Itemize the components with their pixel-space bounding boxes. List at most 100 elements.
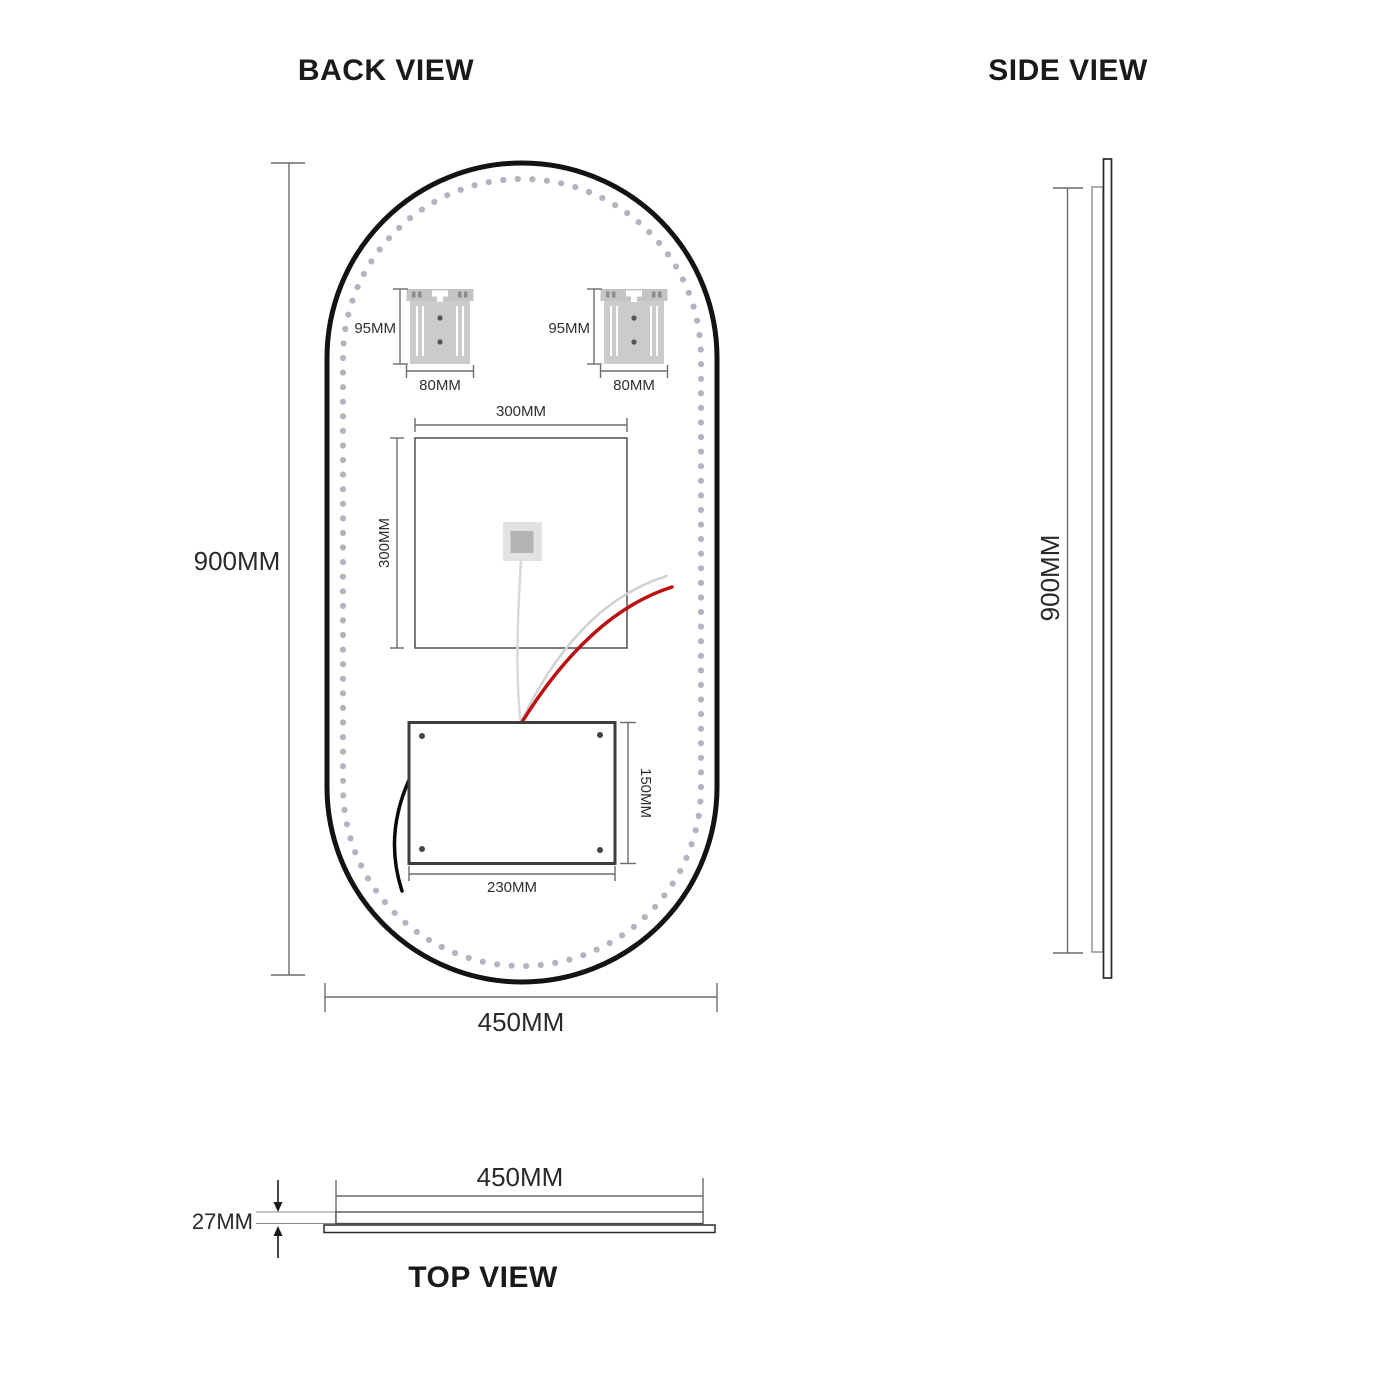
- led-dot: [697, 783, 705, 791]
- led-dot: [494, 961, 501, 968]
- led-dot: [672, 263, 680, 270]
- thickness-label: 27MM: [192, 1209, 253, 1234]
- led-dot: [376, 246, 383, 253]
- up-arrow-icon: [273, 1226, 283, 1236]
- led-dot: [438, 943, 445, 951]
- led-dot: [697, 754, 705, 761]
- led-dot: [339, 529, 347, 537]
- sensor-wire: [516, 559, 523, 724]
- led-dot: [372, 887, 380, 894]
- junction-box-side-dimension: 300MM: [376, 437, 404, 649]
- driver-box-bottom-dimension: 230MM: [408, 866, 616, 896]
- led-dot: [697, 608, 705, 616]
- back-width-label: 450MM: [478, 1007, 565, 1037]
- led-dot: [641, 914, 648, 921]
- led-dot: [606, 940, 613, 947]
- bracket-right-width-dimension: 80MM: [599, 365, 669, 394]
- top-view: 450MM 27MM TOP VIEW: [192, 1162, 716, 1294]
- led-dot: [339, 544, 347, 551]
- led-dot: [697, 696, 705, 703]
- led-dot: [391, 909, 398, 917]
- led-dot: [697, 477, 705, 484]
- led-dot: [619, 932, 626, 939]
- led-dot: [345, 311, 352, 318]
- led-dot: [339, 413, 347, 420]
- led-dot: [697, 725, 705, 732]
- bracket-right-width-label: 80MM: [613, 377, 655, 394]
- led-dot: [630, 923, 638, 930]
- top-glass-profile: [323, 1224, 716, 1234]
- led-dot: [697, 638, 705, 645]
- led-dot: [339, 515, 347, 522]
- led-dot: [646, 229, 653, 236]
- led-dot: [340, 792, 347, 799]
- led-dot: [339, 748, 347, 755]
- led-dot: [360, 270, 367, 278]
- led-dot: [624, 210, 631, 217]
- led-dot: [697, 463, 705, 470]
- led-dot: [347, 835, 354, 842]
- bracket-left-height-label: 95MM: [354, 320, 396, 337]
- back-height-label: 900MM: [194, 546, 281, 576]
- led-dot: [697, 667, 705, 674]
- led-dot: [688, 841, 695, 848]
- led-dot: [690, 303, 697, 310]
- driver-screw: [419, 846, 425, 852]
- bracket-right-height-label: 95MM: [548, 320, 590, 337]
- led-dot: [339, 690, 347, 697]
- driver-screw: [597, 732, 603, 738]
- led-dot: [339, 719, 347, 726]
- led-dot: [612, 202, 619, 209]
- led-dot: [385, 235, 393, 242]
- led-dot: [697, 434, 705, 441]
- led-dot: [697, 681, 705, 689]
- led-dot: [697, 594, 705, 601]
- back-view-title: BACK VIEW: [298, 54, 474, 87]
- led-dot: [697, 506, 705, 514]
- led-dot: [697, 536, 705, 543]
- led-dot: [339, 675, 347, 682]
- led-dot: [339, 354, 347, 362]
- led-dot: [413, 928, 420, 936]
- led-dot: [697, 740, 705, 747]
- led-dot: [339, 384, 347, 391]
- led-dot: [339, 398, 347, 405]
- led-dot: [696, 332, 703, 339]
- led-dot: [697, 492, 705, 499]
- led-dot: [552, 959, 559, 967]
- led-dot: [664, 251, 672, 258]
- led-dot: [339, 734, 347, 741]
- bracket-right-height-dimension: 95MM: [548, 288, 602, 365]
- led-dot: [339, 617, 347, 624]
- junction-box-top-label: 300MM: [496, 403, 546, 420]
- led-dot: [697, 652, 705, 659]
- led-dot: [368, 258, 375, 265]
- top-width-dimension: 450MM: [335, 1162, 704, 1223]
- led-dot: [537, 961, 544, 969]
- led-dot: [485, 179, 492, 186]
- mounting-bracket-left: [406, 289, 474, 364]
- side-view-title: SIDE VIEW: [988, 54, 1148, 87]
- top-view-title: TOP VIEW: [408, 1261, 558, 1294]
- driver-screw: [419, 733, 425, 739]
- bracket-left-height-dimension: 95MM: [354, 288, 408, 365]
- led-dot: [425, 936, 432, 944]
- bracket-screw-hole: [631, 339, 637, 345]
- led-dot: [566, 956, 573, 963]
- led-dot: [692, 827, 699, 834]
- led-dot: [599, 194, 606, 202]
- led-dot: [339, 369, 347, 376]
- led-dot: [342, 325, 349, 333]
- led-dot: [661, 892, 668, 899]
- gray-wire: [519, 574, 669, 724]
- led-dot: [431, 198, 438, 205]
- led-dot: [697, 448, 705, 455]
- led-dot: [585, 188, 593, 196]
- led-dot: [354, 284, 361, 291]
- side-frame-profile: [1091, 186, 1104, 953]
- led-dot: [465, 954, 472, 962]
- led-dot: [444, 192, 451, 199]
- led-dot: [697, 521, 705, 528]
- back-width-dimension: 450MM: [324, 983, 718, 1037]
